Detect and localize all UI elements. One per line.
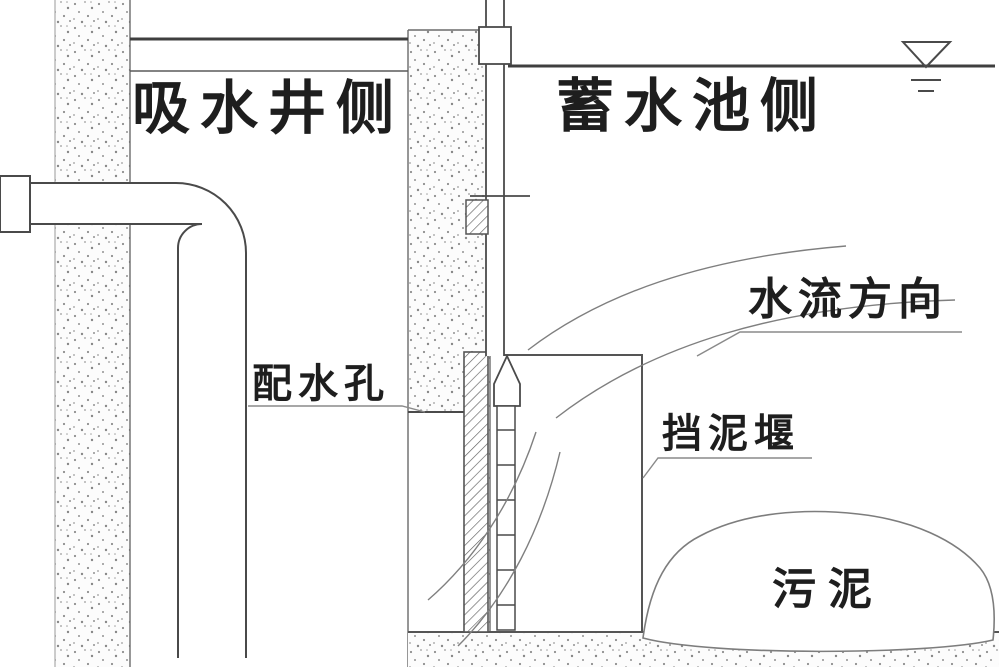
sludge-mound <box>642 510 995 653</box>
sluice-gate <box>463 351 489 633</box>
water-level-symbol <box>900 41 953 92</box>
flow-direction-leader <box>696 331 962 357</box>
label-sludge: 污泥 <box>772 565 884 614</box>
pipe-flange <box>0 175 31 233</box>
mud-weir-box <box>490 354 643 632</box>
label-distribution-hole: 配水孔 <box>252 361 390 406</box>
water-surface-lines <box>130 37 995 72</box>
distribution-hole-leader <box>248 405 426 413</box>
label-mud-weir: 挡泥堰 <box>662 411 800 456</box>
gate-stem <box>465 0 530 631</box>
leader-lines <box>248 331 962 479</box>
label-suction-well-side: 吸水井侧 <box>132 76 405 141</box>
middle-wall <box>407 29 491 667</box>
stem-screw <box>496 405 516 631</box>
label-reservoir-side: 蓄水池侧 <box>556 74 829 139</box>
gate-wedge <box>493 353 521 407</box>
inlet-pipe <box>0 175 247 658</box>
mud-weir-leader <box>642 457 812 479</box>
distribution-hole-opening <box>409 412 465 632</box>
left-wall <box>54 0 131 667</box>
stem-guide-bracket <box>465 199 489 235</box>
stem-coupling <box>478 26 512 65</box>
label-flow-direction: 水流方向 <box>748 275 948 324</box>
flow-lines <box>427 245 956 647</box>
